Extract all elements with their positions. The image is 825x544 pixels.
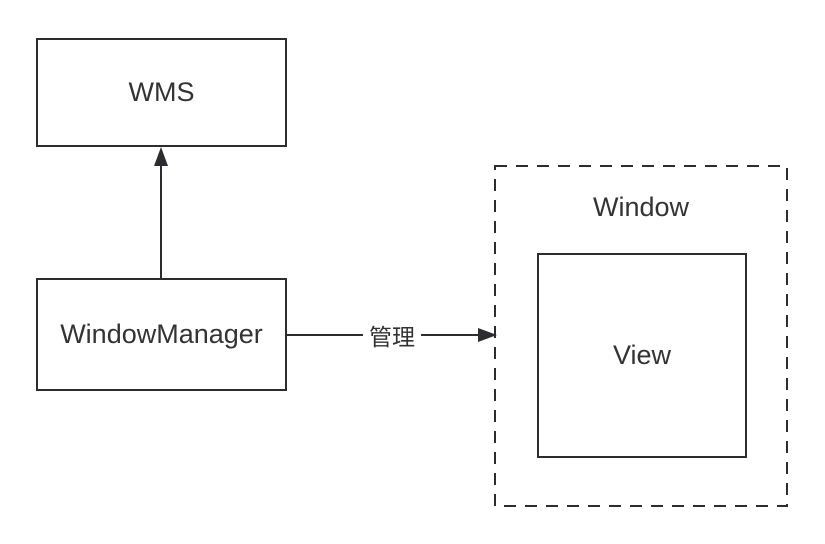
view-label: View xyxy=(612,340,672,370)
arrow-right-icon xyxy=(478,328,497,342)
window-manager-node: WindowManager xyxy=(36,278,287,391)
wms-label: WMS xyxy=(128,77,195,107)
arrow-up-icon xyxy=(154,147,168,166)
manage-edge-label: 管理 xyxy=(363,318,421,352)
window-group-border xyxy=(494,165,788,507)
wms-node: WMS xyxy=(36,38,287,147)
view-node: View xyxy=(537,253,747,458)
window-group-label: Window xyxy=(592,192,690,222)
window-manager-label: WindowManager xyxy=(60,319,263,349)
